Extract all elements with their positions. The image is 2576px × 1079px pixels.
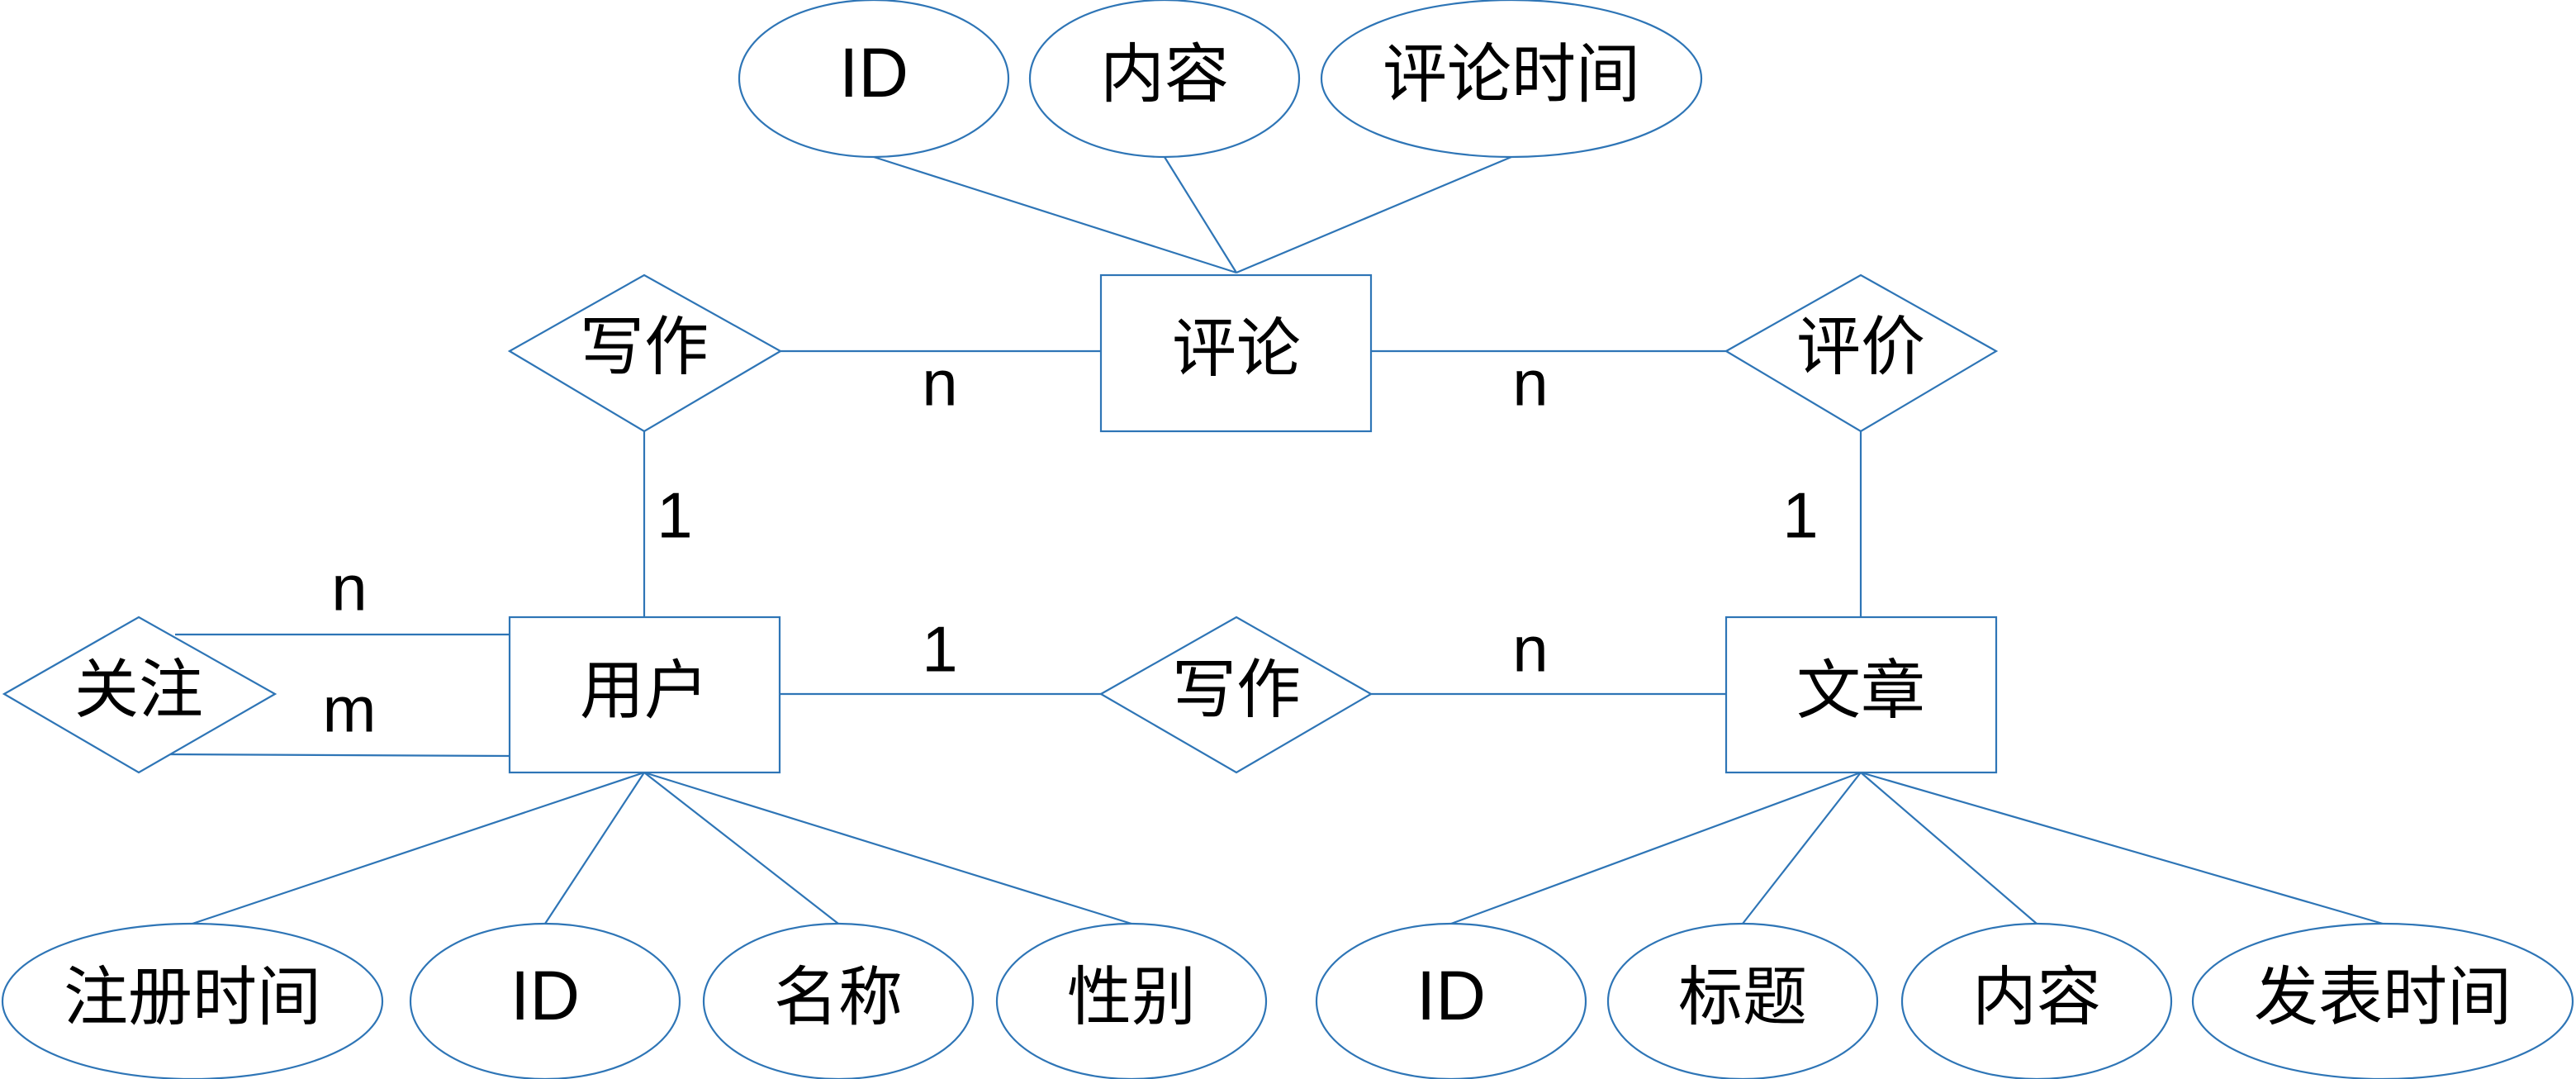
attr-comment-content: 内容 [1100,37,1229,112]
card-write-article-to-article: n [1512,613,1548,686]
attr-user-gender: 性别 [1067,960,1196,1034]
card-write-comment-to-comment: n [922,347,957,420]
entity-comment: 评论 [1172,311,1301,386]
relationship-diamond [1098,616,1373,774]
rel-write-article: 写作 [1172,653,1301,727]
attr-ellipse [702,922,975,1079]
attr-ellipse [409,922,681,1079]
attr-ellipse [1320,0,1703,159]
card-follow-top: n [331,552,367,625]
rel-follow: 关注 [74,653,203,727]
card-evaluate-to-article: 1 [1782,479,1818,552]
attr-user-id: ID [510,957,580,1034]
edge-article-title [1742,772,1862,925]
entity-user: 用户 [580,654,709,728]
attr-ellipse [1315,922,1587,1079]
edge-article-content [1860,772,2038,925]
attr-ellipse [738,0,1010,159]
attr-article-publish-time: 发表时间 [2254,960,2512,1034]
edge-user-register-time [192,771,645,925]
relationships: 写作 评价 关注 写作 [2,273,1999,774]
entity-box [1724,616,1998,774]
relationship-diamond [2,616,278,774]
attr-ellipse [995,922,1268,1079]
attr-ellipse [1900,922,2173,1079]
entities: 评论 用户 文章 [508,273,1998,774]
card-comment-to-evaluate: n [1512,347,1548,420]
attr-comment-time: 评论时间 [1383,37,1640,112]
relationship-diamond [507,273,783,433]
attr-user-name: 名称 [774,960,903,1034]
attr-article-content: 内容 [1972,960,2101,1034]
edge-user-name [643,772,839,925]
edge-article-publish-time [1860,771,2384,925]
edge-comment-time [1236,155,1512,274]
attr-ellipse [2191,922,2574,1079]
attr-user-register-time: 注册时间 [64,960,321,1034]
edge-user-id [544,772,645,925]
attr-article-title: 标题 [1678,960,1807,1034]
attr-article-id: ID [1416,957,1486,1034]
edge-comment-id [873,155,1237,274]
user-attributes: 注册时间 ID 名称 性别 [1,922,1268,1079]
edge-article-id [1450,771,1862,925]
edge-comment-content [1164,156,1237,273]
edge-user-gender [643,771,1132,925]
entity-box [1099,273,1373,433]
cardinalities: n n 1 1 n m 1 n [323,347,1819,746]
card-write-comment-to-user: 1 [657,479,692,552]
edge-follow-bottom [164,753,510,758]
rel-write-comment: 写作 [580,310,709,384]
rel-evaluate: 评价 [1796,310,1925,384]
attr-ellipse [1,922,384,1079]
connectors [164,155,2384,925]
article-attributes: ID 标题 内容 发表时间 [1315,922,2574,1079]
entity-article: 文章 [1796,654,1925,728]
attr-ellipse [1028,0,1301,159]
comment-attributes: ID 内容 评论时间 [738,0,1703,159]
relationship-diamond [1724,273,1999,433]
attr-ellipse [1606,922,1879,1079]
attr-comment-id: ID [839,34,908,112]
card-follow-bottom: m [323,673,377,746]
entity-box [508,616,781,774]
card-user-to-write-article: 1 [922,613,957,686]
